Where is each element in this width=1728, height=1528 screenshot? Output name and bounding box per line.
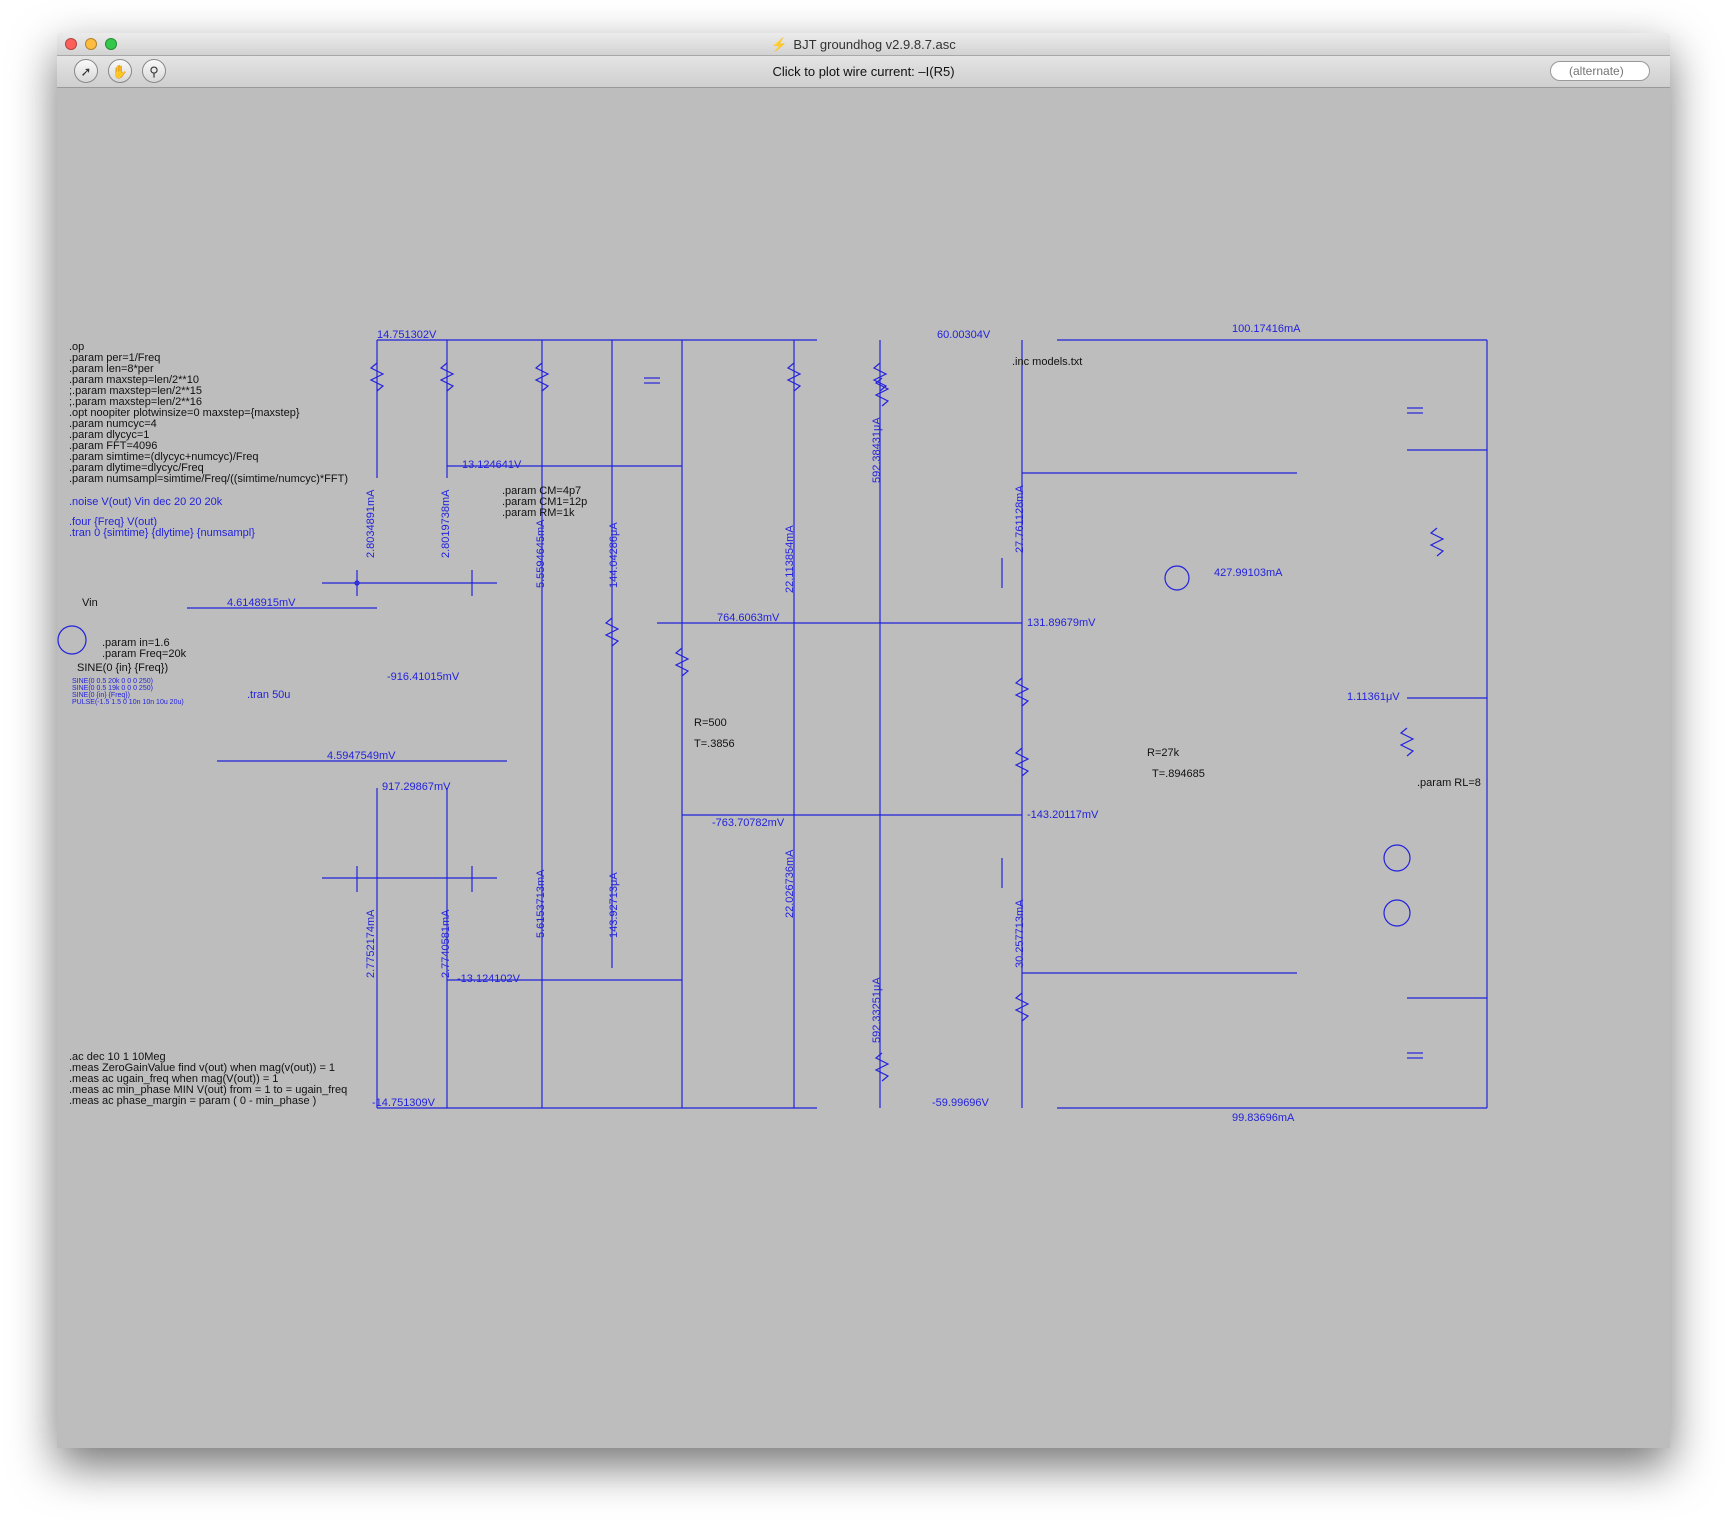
meas-directive: .meas ac phase_margin = param ( 0 - min_… [69,1095,316,1107]
wires [187,339,1488,1109]
run-icon: ➚ [80,64,92,79]
pot-t: T=.3856 [694,738,735,750]
branch-current: 22.026736mA [784,849,796,918]
close-window-button[interactable] [65,38,77,50]
run-button[interactable]: ➚ [74,59,98,83]
node-voltage: -59.99696V [932,1097,990,1109]
meas-directive: .meas ac ugain_freq when mag(V(out)) = 1 [69,1073,278,1085]
node-voltage: -916.41015mV [387,671,460,683]
node-voltage: 4.6148915mV [227,597,296,609]
halt-hand-icon: ✋ [111,64,129,79]
directive-line: .param maxstep=len/2**10 [69,374,199,386]
vin-param-freq: .param Freq=20k [102,648,187,660]
probe-button[interactable]: ⚲ [142,59,166,83]
param-rl: .param RL=8 [1417,777,1481,789]
directive-line: .opt noopiter plotwinsize=0 maxstep={max… [69,407,300,419]
branch-current: 27.761128mA [1014,485,1026,553]
toolbar: ➚ ✋ ⚲ Click to plot wire current: –I(R5)… [57,56,1670,88]
branch-current: 99.83696mA [1232,1112,1295,1124]
inc-directive: .inc models.txt [1012,356,1082,368]
directive-line: ;.param maxstep=len/2**15 [69,385,202,397]
window-title-text: BJT groundhog v2.9.8.7.asc [793,37,956,52]
tran50-directive: .tran 50u [247,689,290,701]
directive-line: .param len=8*per [69,363,154,375]
schematic-file-icon: ⚡ [771,37,788,52]
app-window: ⚡ BJT groundhog v2.9.8.7.asc ➚ ✋ ⚲ Click … [57,33,1670,1448]
node-voltage: 764.6063mV [717,612,780,624]
branch-current: 592.38431μA [871,417,883,483]
node-voltage: -14.751309V [372,1097,436,1109]
branch-current: 144.04286μA [608,522,620,588]
directive-line: .param per=1/Freq [69,352,160,364]
probe-icon: ⚲ [149,64,159,79]
directive-line: .param numcyc=4 [69,418,157,430]
node-voltage: 1.11361μV [1347,691,1400,703]
param-cm1: .param CM1=12p [502,496,587,508]
branch-current: 30.257713mA [1014,899,1026,968]
pot-r: R=500 [694,717,727,729]
param-rm: .param RM=1k [502,507,575,519]
branch-current: 2.8019738mA [440,489,452,558]
node-voltage: 4.5947549mV [327,750,396,762]
schematic-labels: .op .param per=1/Freq .param len=8*per .… [69,341,1481,1107]
pot-r2: R=27k [1147,747,1180,759]
minimize-window-button[interactable] [85,38,97,50]
branch-current: 2.7740581mA [440,909,452,978]
meas-directive: .meas ac min_phase MIN V(out) from = 1 t… [69,1084,347,1096]
search-input[interactable] [1550,61,1650,81]
directive-line: .param numsampl=simtime/Freq/((simtime/n… [69,473,348,485]
vin-sine: SINE(0 {in} {Freq}) [77,662,168,674]
node-voltage: 60.00304V [937,329,991,341]
four-directive: .four {Freq} V(out) [69,516,157,528]
branch-current: 592.33251μA [871,977,883,1043]
directive-line: .param dlytime=dlycyc/Freq [69,462,204,474]
node-voltage: -13.124102V [457,973,521,985]
title-bar: ⚡ BJT groundhog v2.9.8.7.asc [57,33,1670,56]
branch-current: 5.5594645mA [535,519,547,588]
vin-alt: SINE(0 0.5 19k 0 0 0 250) [72,685,153,692]
branch-current: 143.92713μA [608,872,620,938]
node-voltage: 131.89679mV [1027,617,1096,629]
node-voltage: 13.124641V [462,459,522,471]
branch-current: 2.7752174mA [365,909,377,978]
zoom-window-button[interactable] [105,38,117,50]
current-annotations: 2.8034891mA 2.8019738mA 5.5594645mA 144.… [365,323,1301,1124]
node-voltage: -143.20117mV [1027,809,1099,821]
directive-line: ;.param maxstep=len/2**16 [69,396,202,408]
voltage-annotations: 14.751302V 13.124641V 4.6148915mV -916.4… [227,329,1400,1109]
components [57,362,1445,1082]
vin-alt: SINE(0 {in} {Freq}) [72,692,130,699]
tran-directive: .tran 0 {simtime} {dlytime} {numsampl} [69,527,255,539]
pot-t2: T=.894685 [1152,768,1205,780]
branch-current: 22.113854mA [784,525,796,593]
param-cm: .param CM=4p7 [502,485,581,497]
directive-line: .param simtime=(dlycyc+numcyc)/Freq [69,451,259,463]
node-voltage: 14.751302V [377,329,437,341]
directive-line: .param dlycyc=1 [69,429,149,441]
branch-current: 100.17416mA [1232,323,1301,335]
window-title: ⚡ BJT groundhog v2.9.8.7.asc [57,37,1670,53]
ac-directive: .ac dec 10 1 10Meg [69,1051,166,1063]
status-message: Click to plot wire current: –I(R5) [772,64,955,79]
directive-line: .param FFT=4096 [69,440,157,452]
vin-alt: SINE(0 0.5 20k 0 0 0 250) [72,678,153,685]
node-voltage: 917.29867mV [382,781,451,793]
vin-alt: PULSE(-1.5 1.5 0 10n 10n 10u 20u) [72,699,184,706]
halt-button[interactable]: ✋ [108,59,132,83]
directive-line: .op [69,341,84,353]
branch-current: 5.6153713mA [535,869,547,938]
meas-directive: .meas ZeroGainValue find v(out) when mag… [69,1062,335,1074]
branch-current: 427.99103mA [1214,567,1283,579]
vin-name: Vin [82,597,98,609]
schematic-canvas[interactable]: .op .param per=1/Freq .param len=8*per .… [57,88,1670,1448]
branch-current: 2.8034891mA [365,489,377,558]
noise-directive: .noise V(out) Vin dec 20 20 20k [69,496,223,508]
vin-param-in: .param in=1.6 [102,637,170,649]
node-voltage: -763.70782mV [712,817,785,829]
